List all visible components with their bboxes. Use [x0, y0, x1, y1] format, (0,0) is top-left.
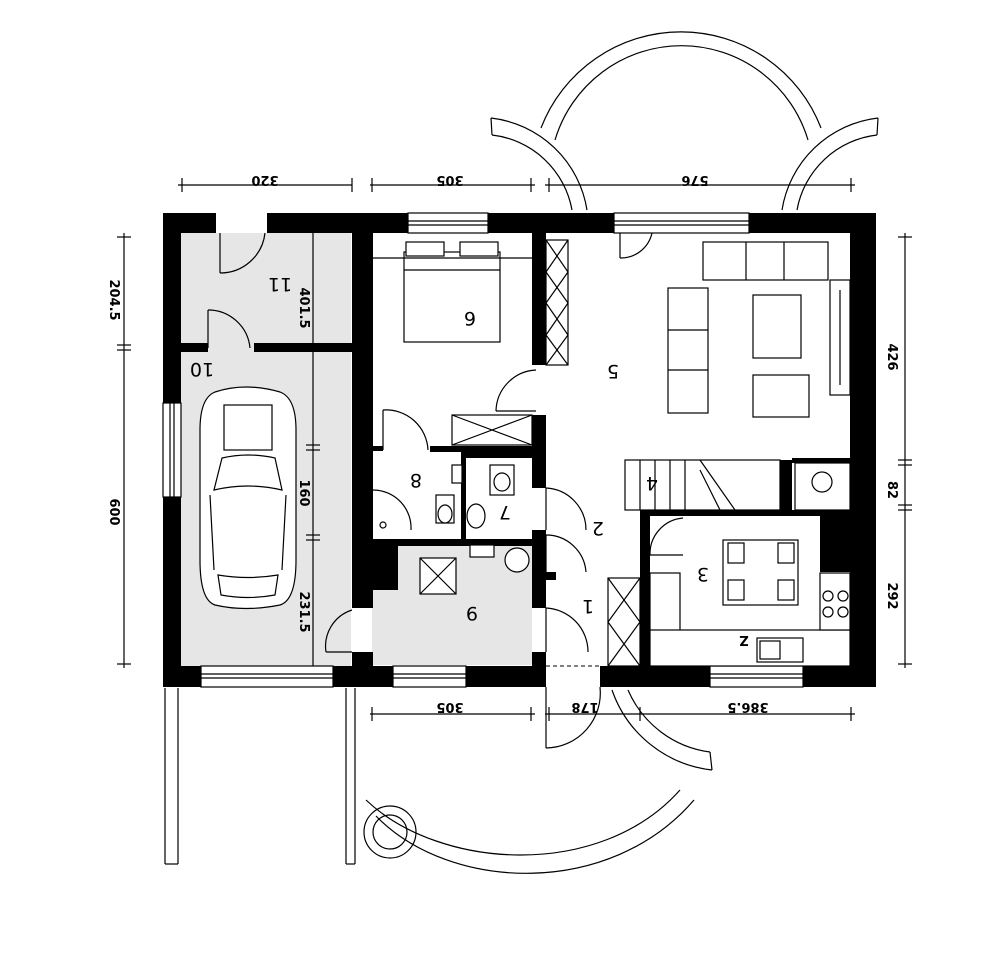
car-icon	[199, 386, 297, 610]
dim-top-2: 305	[436, 172, 463, 187]
room-label-1: 1	[582, 595, 594, 617]
dim-bottom-3: 386.5	[727, 699, 768, 714]
dim-bottom-2: 178	[571, 699, 598, 714]
dim-top-3: 576	[681, 172, 708, 187]
room-label-7: 7	[499, 501, 511, 523]
living-furniture	[667, 241, 851, 511]
room-label-3: 3	[697, 563, 709, 585]
dim-left-2: 600	[106, 498, 121, 525]
room-label-4: 4	[646, 472, 658, 494]
dim-inner-2: 160	[296, 479, 311, 506]
doors	[207, 232, 684, 749]
room-label-6: 6	[464, 307, 476, 329]
dim-top-1: 320	[251, 172, 278, 187]
room-label-5: 5	[607, 360, 619, 382]
dim-bottom-1: 305	[436, 699, 463, 714]
bathroom-fixtures	[379, 464, 530, 595]
room-label-10: 10	[190, 358, 214, 380]
room-labels: 1 2 3 4 5 6 7 8 9 10 11 Z	[190, 273, 749, 647]
dim-right-1: 426	[884, 343, 899, 370]
dim-inner-1: 401.5	[296, 287, 311, 328]
room-label-9: 9	[466, 602, 478, 624]
dim-left-1: 204.5	[106, 279, 121, 320]
stairs	[624, 459, 781, 511]
fridge-label: Z	[739, 632, 748, 647]
dimension-lines	[117, 178, 912, 721]
dim-inner-3: 231.5	[296, 591, 311, 632]
dimension-labels: 320 305 576 305 178 386.5 204.5 600 426 …	[106, 172, 899, 714]
dim-right-3: 292	[884, 582, 899, 609]
kitchen-furniture	[607, 539, 851, 667]
top-arch	[490, 31, 879, 211]
windows	[162, 212, 804, 688]
walls	[163, 213, 876, 687]
dim-right-2: 82	[884, 481, 899, 499]
room-label-8: 8	[410, 469, 422, 491]
room-label-11: 11	[268, 273, 292, 295]
terrace	[164, 688, 356, 865]
bottom-arch	[363, 689, 713, 874]
bedroom-furniture	[373, 239, 569, 446]
room-label-2: 2	[592, 517, 604, 539]
